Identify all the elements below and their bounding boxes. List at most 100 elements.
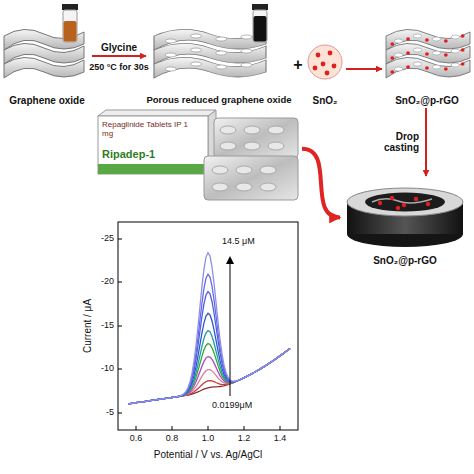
arrow-connector <box>425 108 427 176</box>
concentration-label: 0.0199μM <box>212 400 252 410</box>
trend-arrow <box>230 262 231 396</box>
svg-circle <box>390 196 394 200</box>
svg-circle <box>328 51 333 56</box>
svg-use <box>390 48 464 60</box>
cv-curve <box>128 348 290 404</box>
svg-line <box>118 413 122 414</box>
svg-circle <box>316 53 321 58</box>
porous-rgo-sheets <box>154 29 266 78</box>
concentration-label: 14.5 μM <box>222 236 255 246</box>
node-label: Graphene oxide <box>2 95 92 107</box>
voltammogram <box>118 222 298 430</box>
svg-ellipse <box>236 183 252 191</box>
edge-label: Glycine <box>100 42 138 54</box>
sno2-stage: SnO₂ <box>304 30 346 108</box>
node-label: SnO₂@p-rGO <box>340 255 470 267</box>
electrode <box>347 188 463 247</box>
svg-ellipse <box>212 183 228 191</box>
svg-rect <box>204 156 298 200</box>
edge-label: Drop casting <box>370 131 420 154</box>
axis-tick-label: 0.6 <box>130 433 143 443</box>
svg-rect <box>253 10 267 42</box>
cv-curve <box>128 253 290 404</box>
axis-tick-label: -25 <box>101 233 114 243</box>
svg-circle <box>414 197 418 201</box>
axis-tick-label: -5 <box>106 407 114 417</box>
svg-ellipse <box>260 183 276 191</box>
curved-red-arrow <box>302 149 340 218</box>
svg-use <box>390 62 464 74</box>
svg-circle <box>325 71 330 76</box>
svg-ellipse <box>244 142 260 150</box>
svg-circle <box>308 45 342 79</box>
svg-ellipse <box>244 126 260 134</box>
svg-line <box>136 426 137 430</box>
svg-ellipse <box>347 188 463 216</box>
svg-use <box>154 29 266 50</box>
graphene-oxide-stage: Graphene oxide <box>2 4 92 108</box>
svg-use <box>386 29 470 50</box>
node-label: Repaglinide Tablets IP 1 mg <box>102 120 200 138</box>
axis-title: Current / μA <box>82 299 94 353</box>
svg-ellipse <box>220 126 236 134</box>
svg-circle <box>313 66 318 71</box>
tablet-package: Repaglinide Tablets IP 1 mg Ripadep-1 <box>96 112 302 204</box>
cv-curve <box>128 292 290 404</box>
axis-tick-label: -15 <box>101 320 114 330</box>
svg-ellipse <box>260 166 276 174</box>
composite-sheets <box>386 29 470 78</box>
porous-rgo-stage: Porous reduced graphene oxide <box>146 4 292 108</box>
svg-rect <box>252 4 268 10</box>
svg-circle <box>332 64 337 69</box>
svg-rect <box>98 116 208 174</box>
svg-ellipse <box>236 166 252 174</box>
tablet-box <box>98 110 216 174</box>
axis-tick-label: 1.4 <box>274 433 287 443</box>
plus-sign: + <box>293 56 302 74</box>
node-subtext: Ripadep-1 <box>102 148 200 161</box>
rgo-vial <box>252 4 268 42</box>
cv-curve <box>128 331 290 404</box>
cv-curve <box>128 344 290 404</box>
svg-line <box>172 426 173 430</box>
svg-use <box>165 34 252 43</box>
svg-line <box>118 369 122 370</box>
svg-use <box>390 34 464 46</box>
svg-circle <box>396 206 400 210</box>
cv-curve <box>128 313 290 404</box>
svg-rect <box>254 16 267 42</box>
axis-tick-label: 1.2 <box>238 433 251 443</box>
svg-rect <box>63 10 77 42</box>
svg-ellipse <box>365 193 445 212</box>
node-label: SnO₂ <box>304 95 346 107</box>
svg-circle <box>321 62 326 67</box>
axis-tick-label: -10 <box>101 363 114 373</box>
cv-curve <box>128 348 290 404</box>
svg-rect <box>64 21 77 42</box>
cv-curve <box>128 274 290 404</box>
svg-ellipse <box>212 166 228 174</box>
svg-circle <box>426 202 430 206</box>
arrow-connector <box>346 68 382 70</box>
svg-line <box>280 426 281 430</box>
arrow-connector <box>92 55 146 57</box>
svg-rect <box>214 118 298 158</box>
node-label: SnO₂@p-rGO <box>382 95 472 107</box>
svg-circle <box>402 203 406 207</box>
axis-tick-label: -20 <box>101 276 114 286</box>
svg-line <box>118 326 122 327</box>
svg-line <box>118 282 122 283</box>
cv-curve <box>128 348 290 404</box>
process-condition: 250 °C for 30s <box>89 62 149 72</box>
go-vial <box>62 4 78 42</box>
trend-arrowhead <box>226 256 234 264</box>
svg-rect <box>118 222 298 430</box>
svg-ellipse <box>220 142 236 150</box>
voltammetry-curves <box>128 253 290 404</box>
svg-ellipse <box>268 142 284 150</box>
node-label: Porous reduced graphene oxide <box>146 95 292 106</box>
svg-rect <box>62 4 78 10</box>
sno2-particles <box>308 45 342 79</box>
svg-line <box>208 426 209 430</box>
